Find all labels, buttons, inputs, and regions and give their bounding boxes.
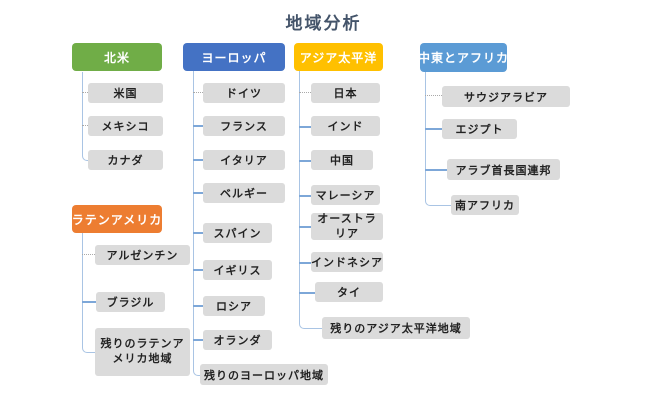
connector-stub-russia bbox=[193, 305, 203, 307]
node-italy: イタリア bbox=[203, 150, 285, 170]
node-china: 中国 bbox=[311, 150, 373, 170]
node-indonesia: インドネシア bbox=[311, 252, 383, 272]
node-canada: カナダ bbox=[88, 150, 163, 170]
connector-trunk-middle-east-africa bbox=[425, 72, 452, 206]
connector-stub-japan bbox=[299, 92, 311, 93]
header-latin-america: ラテンアメリカ bbox=[72, 205, 162, 233]
node-thailand: タイ bbox=[315, 282, 383, 302]
node-india: インド bbox=[311, 116, 380, 136]
node-germany: ドイツ bbox=[203, 83, 285, 103]
connector-stub-usa bbox=[82, 92, 88, 93]
connector-stub-brazil bbox=[82, 301, 96, 303]
node-australia: オーストラリア bbox=[311, 213, 383, 240]
connector-stub-germany bbox=[193, 92, 203, 93]
connector-stub-mexico bbox=[82, 125, 88, 126]
node-south-africa: 南アフリカ bbox=[451, 195, 519, 215]
header-middle-east-africa: 中東とアフリカ bbox=[418, 43, 508, 72]
connector-trunk-asia-pacific bbox=[299, 71, 323, 329]
node-rest-of-latin-america: 残りのラテンアメリカ地域 bbox=[95, 328, 190, 376]
diagram-title: 地域分析 bbox=[285, 14, 362, 33]
connector-stub-netherlands bbox=[193, 339, 203, 341]
connector-stub-argentina bbox=[82, 254, 95, 255]
node-rest-of-asia-pacific: 残りのアジア太平洋地域 bbox=[322, 317, 470, 339]
header-europe: ヨーロッパ bbox=[183, 43, 285, 71]
node-belgium: ベルギー bbox=[203, 183, 285, 203]
header-asia-pacific: アジア太平洋 bbox=[294, 43, 383, 71]
connector-stub-malaysia bbox=[299, 195, 311, 197]
node-egypt: エジプト bbox=[442, 119, 517, 139]
connector-stub-saudi-arabia bbox=[425, 95, 442, 96]
node-france: フランス bbox=[203, 116, 285, 136]
connector-stub-belgium bbox=[193, 192, 203, 194]
connector-stub-thailand bbox=[299, 292, 315, 294]
connector-trunk-north-america bbox=[82, 72, 89, 161]
connector-stub-uk bbox=[193, 269, 203, 271]
node-mexico: メキシコ bbox=[88, 116, 163, 136]
connector-stub-indonesia bbox=[299, 262, 311, 264]
node-uae: アラブ首長国連邦 bbox=[447, 159, 560, 180]
node-saudi-arabia: サウジアラビア bbox=[442, 86, 570, 107]
header-north-america: 北米 bbox=[72, 43, 162, 71]
node-japan: 日本 bbox=[311, 83, 380, 103]
connector-stub-spain bbox=[193, 232, 203, 234]
node-russia: ロシア bbox=[203, 296, 265, 316]
node-usa: 米国 bbox=[88, 83, 163, 103]
connector-stub-egypt bbox=[425, 128, 442, 130]
node-malaysia: マレーシア bbox=[311, 185, 380, 205]
connector-stub-china bbox=[299, 160, 311, 162]
node-rest-of-europe: 残りのヨーロッパ地域 bbox=[200, 364, 328, 385]
connector-trunk-europe bbox=[193, 71, 201, 376]
connector-stub-italy bbox=[193, 159, 203, 161]
connector-trunk-latin-america bbox=[82, 233, 96, 353]
node-netherlands: オランダ bbox=[203, 330, 272, 350]
connector-stub-india bbox=[299, 126, 311, 128]
connector-stub-australia bbox=[299, 226, 311, 228]
node-brazil: ブラジル bbox=[96, 292, 165, 312]
node-spain: スパイン bbox=[203, 223, 272, 243]
connector-stub-uae bbox=[425, 169, 447, 171]
connector-stub-france bbox=[193, 125, 203, 127]
node-argentina: アルゼンチン bbox=[95, 245, 190, 265]
node-uk: イギリス bbox=[203, 260, 272, 280]
